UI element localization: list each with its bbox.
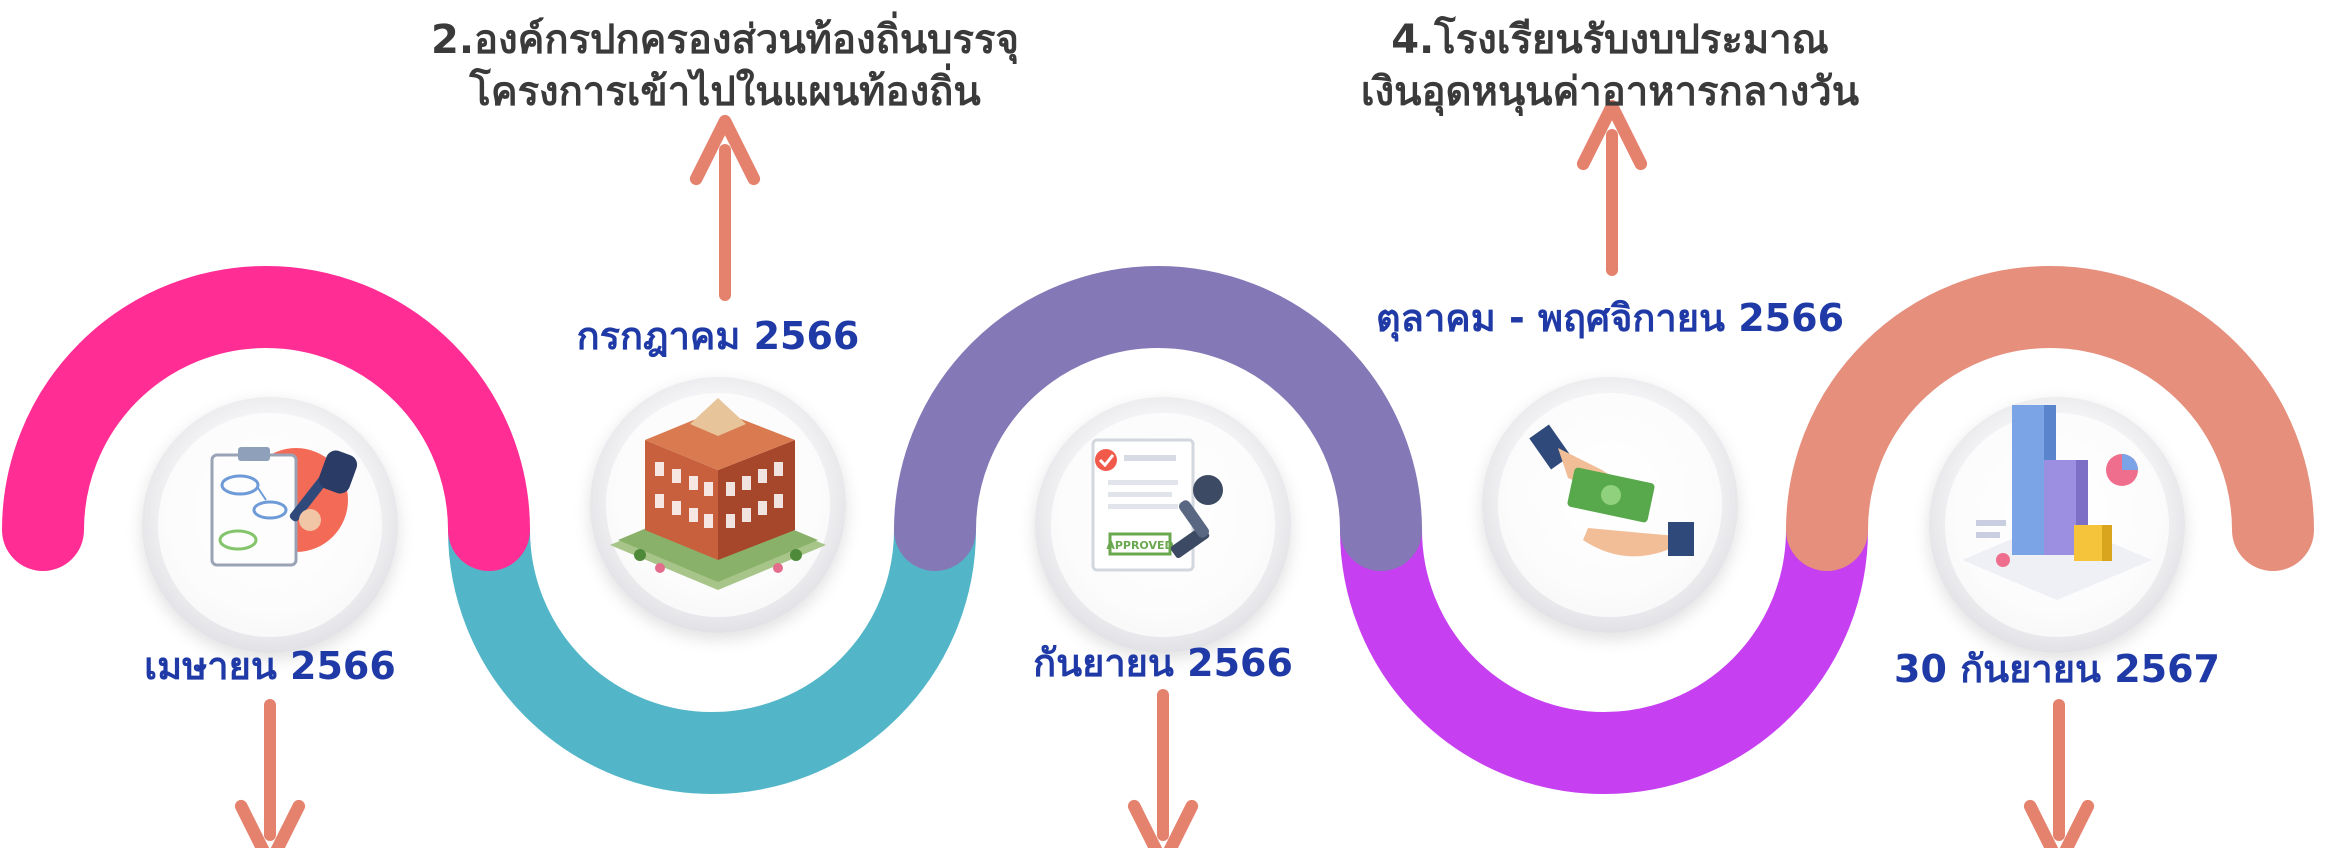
step-1-date: เมษายน 2566 (144, 644, 396, 688)
report-chart-icon (1962, 405, 2152, 600)
step-2-date: กรกฎาคม 2566 (576, 314, 860, 358)
step-4-title-line-1: 4.โรงเรียนรับงบประมาณ (1391, 17, 1829, 63)
timeline-arc-2 (448, 489, 976, 794)
step-2-title-line-1: 2.องค์กรปกครองส่วนท้องถิ่นบรรจุ (431, 17, 1019, 63)
approved-stamp-icon: APPROVED (1091, 438, 1223, 572)
svg-text:APPROVED: APPROVED (1106, 539, 1173, 552)
step-4-date: ตุลาคม - พฤศจิกายน 2566 (1375, 296, 1845, 340)
step-4-title: 4.โรงเรียนรับงบประมาณ เงินอุดหนุนค่าอาหา… (1250, 14, 1970, 118)
school-building-icon (610, 398, 826, 590)
timeline-arc-5 (1786, 266, 2314, 571)
timeline-arc-1 (2, 266, 530, 571)
step-2-title-line-2: โครงการเข้าไปในแผนท้องถิ่น (469, 69, 981, 115)
timeline-arc-4 (1340, 489, 1868, 794)
step-5-date: 30 กันยายน 2567 (1894, 647, 2220, 691)
timeline-arc-3 (894, 266, 1422, 571)
step-4-title-line-2: เงินอุดหนุนค่าอาหารกลางวัน (1360, 69, 1860, 115)
money-handover-icon (1529, 424, 1694, 557)
step-3-date: กันยายน 2566 (1033, 641, 1293, 685)
step-2-title: 2.องค์กรปกครองส่วนท้องถิ่นบรรจุ โครงการเ… (345, 14, 1105, 118)
planning-clipboard-icon (210, 447, 358, 567)
